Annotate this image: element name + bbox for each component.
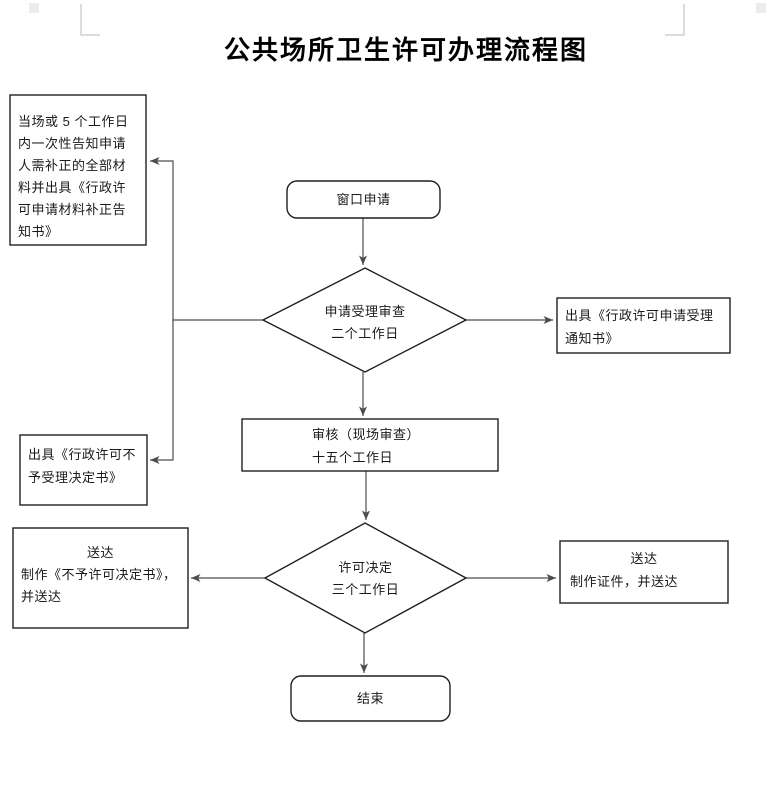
node-acceptance-review-duration: 二个工作日 (331, 326, 399, 341)
connectors (150, 157, 556, 673)
node-window-application-text: 窗口申请 (336, 192, 391, 207)
node-deliver-certificate-title: 送达 (630, 551, 658, 566)
node-license-decision-duration: 三个工作日 (331, 582, 400, 597)
connector-review-to-notify-correction (150, 157, 263, 321)
node-deliver-certificate-shape (559, 540, 729, 604)
node-site-review-shape (241, 418, 499, 472)
node-rejection-decision-shape (19, 434, 148, 506)
node-deliver-certificate-detail: 制作证件，并送达 (570, 574, 679, 589)
ui-artifact-left (29, 3, 39, 13)
node-license-decision-diamond (263, 522, 468, 634)
node-notify-correction-text: 当场或 5 个工作日内一次性告知申请人需补正的全部材料并出具《行政许可申请材料补… (18, 114, 129, 239)
node-site-review-title: 审核（现场审查） (312, 427, 421, 442)
node-shapes (9, 94, 731, 722)
node-acceptance-notice-shape (556, 297, 731, 354)
node-license-decision-title: 许可决定 (338, 560, 393, 575)
node-rejection-decision-text: 出具《行政许可不予受理决定书》 (28, 447, 137, 485)
node-license-decision-text: 许可决定 三个工作日 (265, 557, 466, 601)
node-acceptance-review-diamond (261, 267, 468, 373)
text-boundary-marks (80, 4, 685, 36)
text-boundary-mark-right (665, 4, 685, 36)
node-deliver-rejection-shape (12, 527, 189, 629)
node-deliver-rejection-detail: 制作《不予许可决定书》，并送达 (21, 567, 177, 604)
node-site-review-text: 审核（现场审查） 十五个工作日 (242, 419, 498, 469)
text-boundary-mark-left (80, 4, 100, 36)
node-window-application-shape (286, 180, 441, 219)
node-end-shape (290, 675, 451, 722)
node-notify-correction-shape (9, 94, 147, 246)
node-deliver-rejection-text: 送达 制作《不予许可决定书》，并送达 (13, 528, 188, 608)
ui-artifact-right (756, 3, 766, 13)
connector-review-to-rejection-decision (150, 320, 174, 464)
node-deliver-rejection-title: 送达 (86, 545, 114, 560)
node-acceptance-notice-text: 出具《行政许可申请受理通知书》 (565, 308, 714, 346)
node-site-review-duration: 十五个工作日 (312, 450, 394, 465)
node-deliver-certificate-text: 送达 制作证件，并送达 (560, 541, 728, 593)
page-title: 公共场所卫生许可办理流程图 (223, 36, 588, 65)
node-acceptance-review-text: 申请受理审查 二个工作日 (263, 301, 467, 345)
node-acceptance-review-title: 申请受理审查 (324, 304, 406, 319)
node-end-text: 结束 (356, 691, 384, 706)
